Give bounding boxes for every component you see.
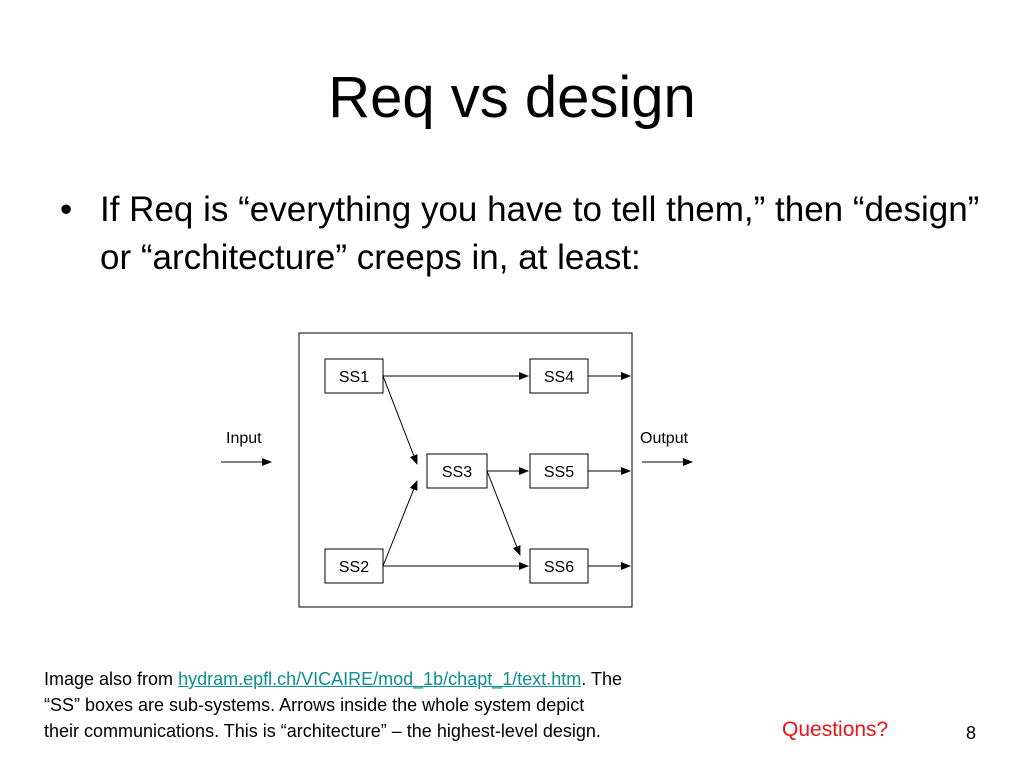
bullet-item: • If Req is “everything you have to tell… (60, 186, 980, 282)
arrow-ss1-ss3 (382, 375, 418, 465)
bullet-symbol: • (60, 190, 73, 229)
subsystem-box-ss4: SS4 (529, 358, 589, 394)
slide-title: Req vs design (328, 65, 696, 130)
ss5-label: SS5 (544, 464, 574, 481)
source-link[interactable]: hydram.epfl.ch/VICAIRE/mod_1b/chapt_1/te… (178, 669, 582, 689)
arrow-ss3-ss6 (486, 470, 521, 556)
subsystem-box-ss6: SS6 (529, 548, 589, 584)
output-label: Output (640, 430, 689, 447)
ss4-label: SS4 (544, 369, 574, 386)
footnote-line-2: “SS” boxes are sub-systems. Arrows insid… (44, 695, 585, 715)
footnote: Image also from hydram.epfl.ch/VICAIRE/m… (44, 666, 804, 744)
input-label: Input (226, 430, 262, 447)
arrow-ss2-ss3 (382, 480, 418, 567)
questions-label: Questions? (782, 718, 889, 741)
subsystem-box-ss1: SS1 (324, 358, 384, 394)
subsystem-box-ss5: SS5 (529, 453, 589, 489)
footnote-line-1: Image also from hydram.epfl.ch/VICAIRE/m… (44, 666, 804, 692)
ss3-label: SS3 (442, 464, 472, 481)
subsystem-box-ss3: SS3 (426, 453, 488, 489)
footnote-suffix: . The (581, 669, 622, 689)
footnote-prefix: Image also from (44, 669, 179, 689)
system-boundary (298, 332, 633, 608)
subsystem-box-ss2: SS2 (324, 548, 384, 584)
ss2-label: SS2 (339, 559, 369, 576)
bullet-text: If Req is “everything you have to tell t… (100, 190, 980, 277)
footnote-line-3: their communications. This is “architect… (44, 721, 601, 741)
ss1-label: SS1 (339, 369, 369, 386)
page-number: 8 (966, 723, 977, 743)
ss6-label: SS6 (544, 559, 574, 576)
